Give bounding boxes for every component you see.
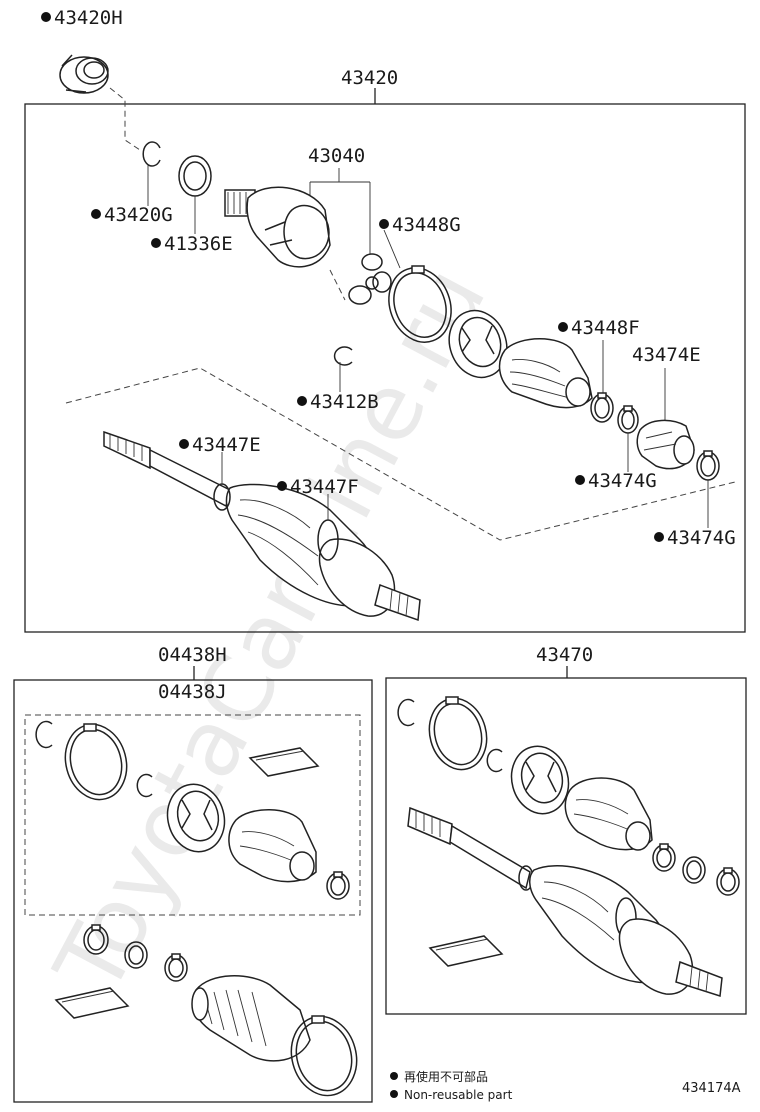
inner-joint-housing-43040[interactable] bbox=[224, 186, 331, 268]
label-41336E[interactable]: 41336E bbox=[164, 233, 233, 255]
label-43474E[interactable]: 43474E bbox=[632, 344, 701, 366]
label-43448G[interactable]: 43448G bbox=[392, 214, 461, 236]
label-43447E[interactable]: 43447E bbox=[192, 434, 261, 456]
diagram-reference: 434174A bbox=[682, 1081, 741, 1096]
kit-h-boot[interactable] bbox=[191, 975, 311, 1062]
alt-snap-ring[interactable] bbox=[486, 748, 503, 773]
kit-j-boot-ring[interactable] bbox=[160, 778, 232, 858]
boot-ring[interactable] bbox=[440, 302, 516, 385]
drive-shaft[interactable] bbox=[103, 430, 421, 622]
bearing-43420H[interactable] bbox=[59, 54, 109, 94]
kit-h-clamp-1[interactable] bbox=[83, 924, 109, 955]
alt-boot-ring[interactable] bbox=[504, 740, 576, 820]
clamp-43448G[interactable] bbox=[379, 259, 461, 351]
alt-clamp-c[interactable] bbox=[716, 867, 740, 896]
clamp-43474G-small[interactable] bbox=[617, 405, 639, 434]
label-43447F[interactable]: 43447F bbox=[290, 476, 359, 498]
alt-clamp-b[interactable] bbox=[682, 856, 706, 884]
kit-j-snap-ring[interactable] bbox=[136, 773, 153, 798]
legend-line-1: 再使用不可部品 bbox=[404, 1069, 488, 1084]
label-43474G-a[interactable]: 43474G bbox=[588, 470, 657, 492]
kit-j-clamp-large[interactable] bbox=[57, 718, 135, 807]
label-43420G[interactable]: 43420G bbox=[104, 204, 173, 226]
kit-box-04438H bbox=[13, 679, 373, 1103]
legend-dot-2 bbox=[390, 1090, 398, 1098]
label-43470[interactable]: 43470 bbox=[536, 644, 593, 666]
main-assembly-box bbox=[24, 103, 746, 633]
label-43040[interactable]: 43040 bbox=[308, 145, 365, 167]
kit-h-clamp-3[interactable] bbox=[164, 953, 188, 982]
clamp-43448F[interactable] bbox=[590, 392, 614, 423]
alt-inner-boot[interactable] bbox=[564, 777, 653, 851]
kit-j-grease-pack[interactable] bbox=[248, 747, 320, 777]
inner-boot[interactable] bbox=[498, 338, 593, 409]
label-43474G-b[interactable]: 43474G bbox=[667, 527, 736, 549]
alt-drive-shaft[interactable] bbox=[407, 806, 723, 997]
alt-circlip[interactable] bbox=[397, 698, 415, 727]
ring-41336E[interactable] bbox=[178, 155, 212, 197]
watermark: ToyotaCarMine.ru bbox=[34, 250, 506, 1011]
outer-boot-43474E[interactable] bbox=[636, 419, 695, 470]
kit-j-circlip[interactable] bbox=[35, 720, 53, 749]
tripod-43040[interactable] bbox=[348, 253, 392, 305]
legend-dot-1 bbox=[390, 1072, 398, 1080]
alt-grease-pack[interactable] bbox=[428, 935, 504, 967]
legend-line-2: Non-reusable part bbox=[404, 1088, 513, 1102]
alt-assembly-box bbox=[385, 677, 747, 1015]
kit-h-clamp-2[interactable] bbox=[124, 941, 148, 969]
label-43420[interactable]: 43420 bbox=[341, 67, 398, 89]
label-43412B[interactable]: 43412B bbox=[310, 391, 379, 413]
alt-clamp-a[interactable] bbox=[652, 843, 676, 872]
snap-ring-43412B[interactable] bbox=[333, 346, 353, 366]
kit-h-clamp-large[interactable] bbox=[283, 1009, 366, 1103]
kit-j-clamp-small[interactable] bbox=[326, 871, 350, 900]
kit-box-04438J bbox=[24, 714, 361, 916]
label-04438H[interactable]: 04438H bbox=[158, 644, 227, 666]
kit-j-boot[interactable] bbox=[228, 809, 317, 883]
kit-h-grease-pack[interactable] bbox=[54, 987, 130, 1019]
label-43448F[interactable]: 43448F bbox=[571, 317, 640, 339]
clamp-43474G-outer[interactable] bbox=[696, 450, 720, 481]
alt-clamp-large[interactable] bbox=[422, 692, 495, 776]
circlip-43420G[interactable] bbox=[142, 141, 161, 167]
label-04438J[interactable]: 04438J bbox=[158, 681, 227, 703]
label-43420H[interactable]: 43420H bbox=[54, 7, 123, 29]
